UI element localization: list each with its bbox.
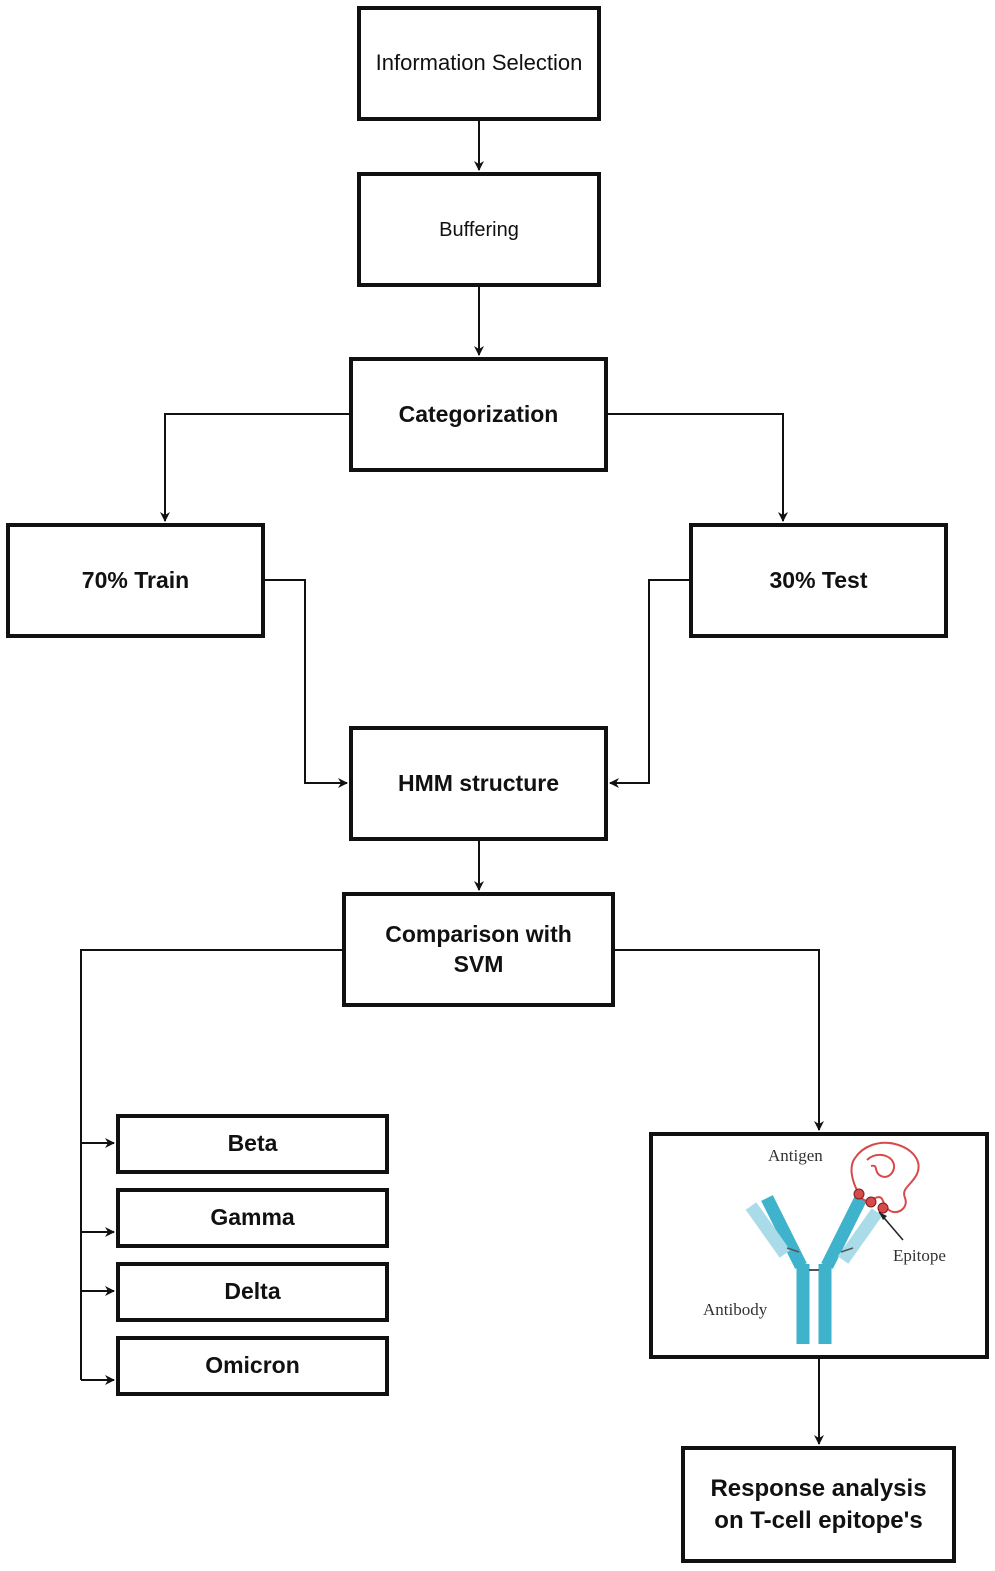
response-analysis-label-line2: on T-cell epitope's — [714, 1506, 923, 1534]
svm-comparison-label-line1: Comparison with — [385, 920, 572, 947]
variant-box-gamma: Gamma — [116, 1188, 389, 1248]
epitope-label: Epitope — [893, 1246, 946, 1265]
information-selection-box: Information Selection — [357, 6, 601, 121]
antibody-illustration-box: Antigen Epitope Antibody — [649, 1132, 989, 1359]
buffering-label: Buffering — [439, 218, 519, 241]
arrow-train-to-hmm — [265, 579, 348, 788]
variant-box-omicron: Omicron — [116, 1336, 389, 1396]
antibody-arm-left-heavy — [761, 1195, 807, 1269]
arrow-categorization-to-test — [608, 413, 788, 522]
antibody-label: Antibody — [703, 1300, 768, 1319]
antibody-left-junction — [786, 1247, 800, 1253]
variant-box-delta: Delta — [116, 1262, 389, 1322]
variant-label-beta: Beta — [227, 1130, 278, 1157]
test-split-box: 30% Test — [689, 523, 948, 638]
epitope-site-3 — [877, 1202, 889, 1214]
information-selection-label: Information Selection — [375, 50, 583, 76]
train-split-label: 70% Train — [81, 566, 190, 593]
antibody-arm-right-heavy — [821, 1195, 867, 1269]
antibody-right-junction — [840, 1247, 854, 1253]
svm-comparison-box: Comparison with SVM — [342, 892, 615, 1007]
variant-label-gamma: Gamma — [210, 1204, 295, 1231]
epitope-site-1 — [853, 1188, 865, 1200]
response-analysis-label-line1: Response analysis — [710, 1475, 927, 1503]
categorization-label: Categorization — [398, 400, 559, 427]
antigen-shape — [850, 1141, 920, 1214]
buffering-box: Buffering — [357, 172, 601, 287]
antigen-label: Antigen — [768, 1146, 823, 1165]
hmm-structure-label: HMM structure — [397, 769, 559, 796]
variant-box-beta: Beta — [116, 1114, 389, 1174]
connector-svm-left — [80, 949, 342, 1380]
antibody-epitope-illustration — [745, 1141, 920, 1344]
epitope-pointer-head — [879, 1212, 887, 1220]
variant-label-delta: Delta — [224, 1278, 281, 1305]
arrow-categorization-to-train — [160, 413, 349, 522]
train-split-box: 70% Train — [6, 523, 265, 638]
arrow-test-to-hmm — [609, 579, 689, 788]
test-split-label: 30% Test — [769, 566, 868, 593]
antibody-arm-right-light — [837, 1208, 883, 1264]
hmm-structure-box: HMM structure — [349, 726, 608, 841]
categorization-box: Categorization — [349, 357, 608, 472]
variant-label-omicron: Omicron — [205, 1352, 300, 1379]
arrow-svm-to-illustration — [615, 949, 824, 1131]
antibody-arm-left-light — [745, 1202, 791, 1258]
epitope-site-2 — [865, 1196, 877, 1208]
svm-comparison-label-line2: SVM — [453, 950, 504, 977]
response-analysis-box: Response analysis on T-cell epitope's — [681, 1446, 956, 1563]
